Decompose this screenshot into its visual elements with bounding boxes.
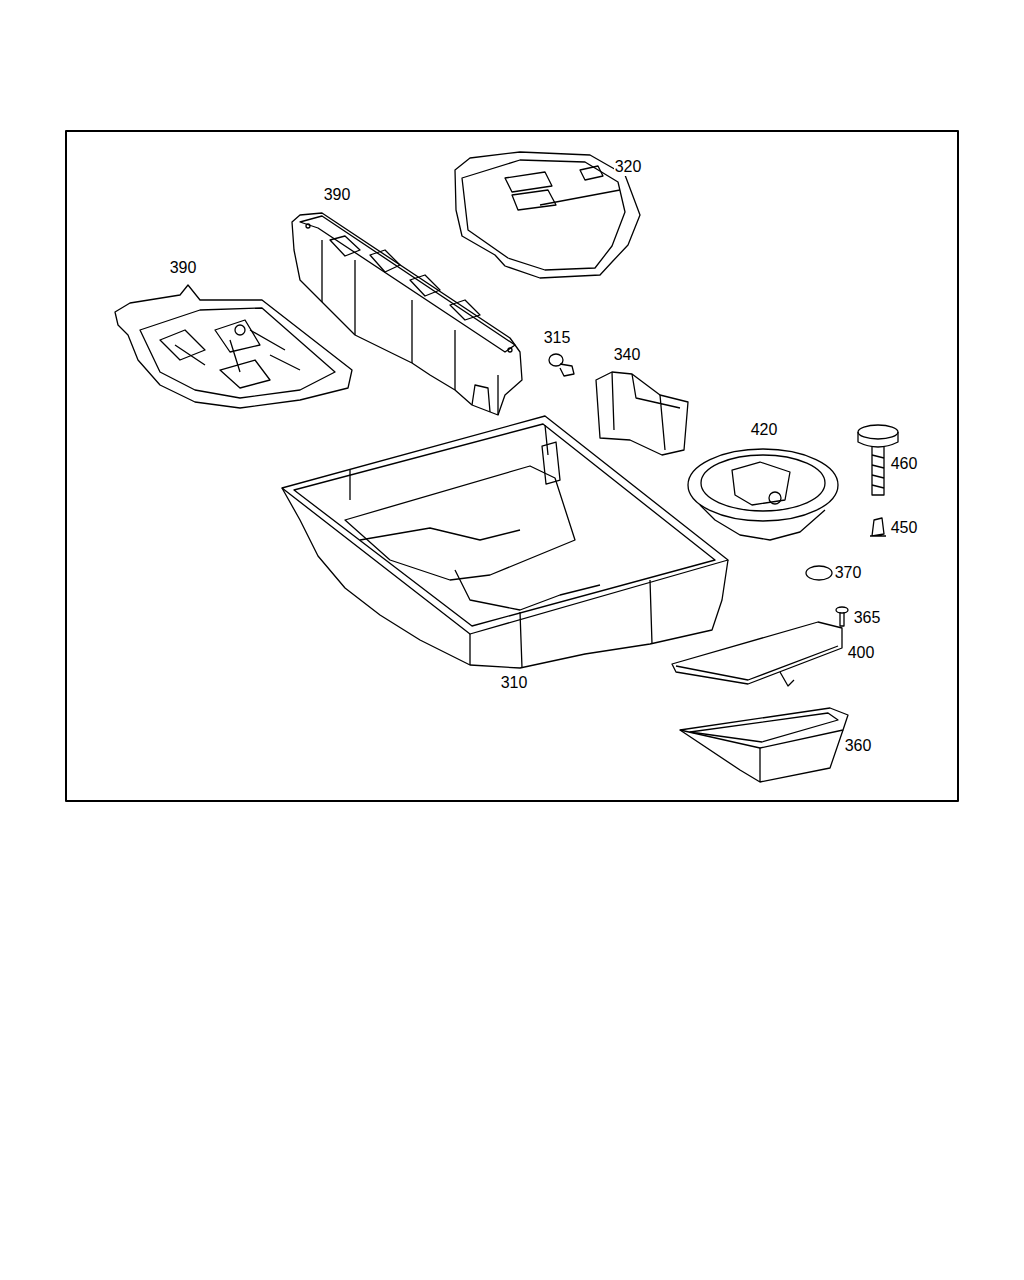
frame xyxy=(66,131,958,801)
callout-number: 360 xyxy=(844,737,873,755)
bracket-part xyxy=(596,372,688,455)
wheel-insert-part xyxy=(688,449,838,540)
floor-tub-part xyxy=(282,416,728,668)
callout-number: 400 xyxy=(847,644,876,662)
callout-number: 420 xyxy=(750,421,779,439)
cap-part xyxy=(806,566,832,580)
washer-part xyxy=(549,354,574,376)
storage-box-part xyxy=(680,708,848,782)
clip-part xyxy=(870,518,886,536)
callout-number: 365 xyxy=(853,609,882,627)
lid-part xyxy=(672,622,842,686)
callout-number: 315 xyxy=(543,329,572,347)
screw-part xyxy=(836,607,848,626)
callout-number: 370 xyxy=(834,564,863,582)
callout-number: 460 xyxy=(890,455,919,473)
callout-number: 390 xyxy=(323,186,352,204)
callout-number: 340 xyxy=(613,346,642,364)
callout-number: 310 xyxy=(500,674,529,692)
callout-number: 390 xyxy=(169,259,198,277)
callout-number: 320 xyxy=(614,158,643,176)
cover-part xyxy=(455,152,640,278)
callout-number: 450 xyxy=(890,519,919,537)
spare-wheel-tray-part xyxy=(115,285,352,408)
